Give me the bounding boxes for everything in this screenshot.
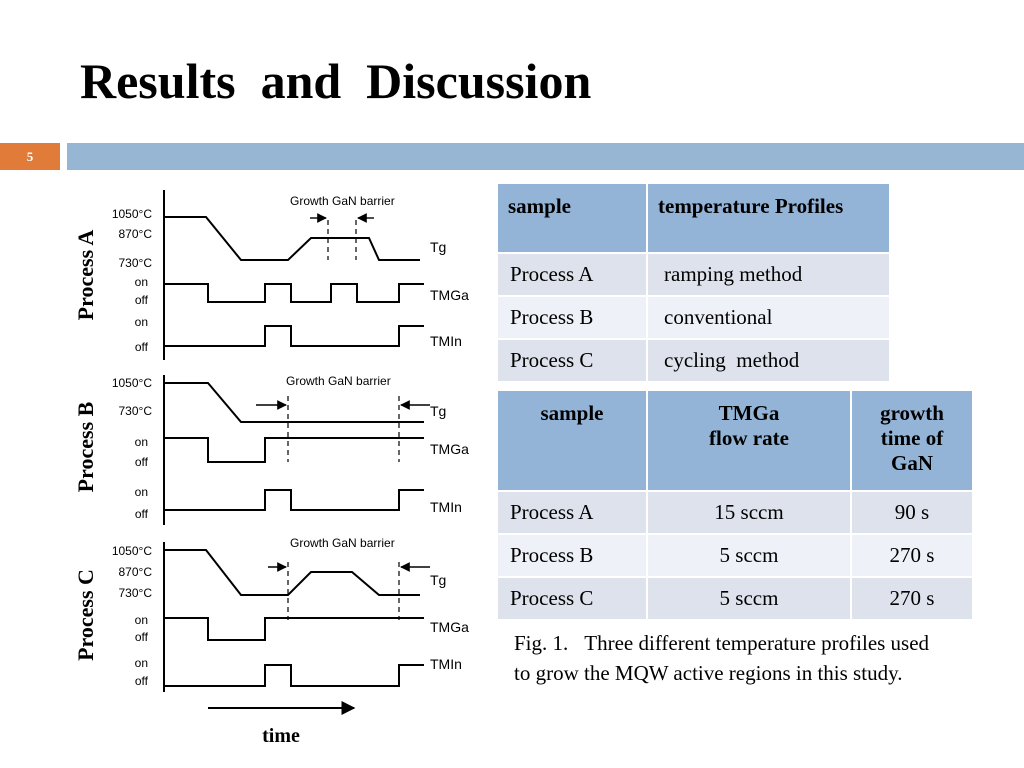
time-axis-label: time xyxy=(262,725,300,747)
table1-header-row: sample temperature Profiles xyxy=(496,182,891,254)
process-c-tmga-label: TMGa xyxy=(430,619,469,635)
process-a-on-1: on xyxy=(135,275,148,289)
process-b-temp-1050: 1050°C xyxy=(112,376,152,390)
title-divider-bar xyxy=(67,143,1024,170)
process-b-off-2: off xyxy=(135,507,149,521)
slide-title: Results and Discussion xyxy=(80,53,592,109)
table2-cell: Process B xyxy=(496,533,648,578)
temperature-profile-table: sample temperature Profiles Process A ra… xyxy=(496,182,891,383)
process-b-annotation: Growth GaN barrier xyxy=(286,374,391,388)
process-b-temp-730: 730°C xyxy=(119,404,153,418)
process-b-on-2: on xyxy=(135,485,148,499)
process-b-tmin-label: TMIn xyxy=(430,499,462,515)
table-row: Process A 15 sccm 90 s xyxy=(496,490,974,535)
table1-header-profiles: temperature Profiles xyxy=(646,182,891,254)
process-b-tmin-trace xyxy=(164,489,424,511)
figure-caption-label: Fig. 1. xyxy=(514,631,569,655)
process-c-tmga-trace xyxy=(164,617,424,641)
table2-cell: 5 sccm xyxy=(646,576,852,621)
table1-cell: ramping method xyxy=(646,252,891,297)
process-a-annotation: Growth GaN barrier xyxy=(290,194,395,208)
process-a-off-1: off xyxy=(135,293,149,307)
process-a-tg-trace xyxy=(164,216,420,261)
process-a-temp-730: 730°C xyxy=(119,256,153,270)
process-b-tg-trace xyxy=(164,382,424,423)
table-row: Process B 5 sccm 270 s xyxy=(496,533,974,578)
process-a-on-2: on xyxy=(135,315,148,329)
process-b-tg-label: Tg xyxy=(430,403,446,419)
page-number-badge: 5 xyxy=(0,143,60,170)
process-a-temp-1050: 1050°C xyxy=(112,207,152,221)
process-c-tmin-label: TMIn xyxy=(430,656,462,672)
table2-header-row: sample TMGa flow rate growth time of GaN xyxy=(496,389,974,492)
table2-header-sample: sample xyxy=(496,389,648,492)
process-c-tg-label: Tg xyxy=(430,572,446,588)
process-a-temp-870: 870°C xyxy=(119,227,153,241)
process-a-tmga-trace xyxy=(164,283,424,303)
process-a-tg-label: Tg xyxy=(430,239,446,255)
process-b-tmga-trace xyxy=(164,437,424,463)
figure-caption-text: Three different temperature profiles use… xyxy=(514,631,930,685)
process-c-label: Process C xyxy=(73,569,98,661)
process-a-tmga-label: TMGa xyxy=(430,287,469,303)
process-timing-diagram: Process A 1050°C 870°C 730°C on off on o… xyxy=(73,190,469,747)
process-a-tmin-trace xyxy=(164,325,424,347)
process-b-tmga-label: TMGa xyxy=(430,441,469,457)
process-c-temp-730: 730°C xyxy=(119,586,153,600)
table-row: Process A ramping method xyxy=(496,252,891,297)
table1-header-sample: sample xyxy=(496,182,648,254)
table1-cell: Process C xyxy=(496,338,648,383)
table-row: Process C cycling method xyxy=(496,338,891,383)
process-c-temp-870: 870°C xyxy=(119,565,153,579)
table2-header-growth-time: growth time of GaN xyxy=(850,389,974,492)
table2-cell: 15 sccm xyxy=(646,490,852,535)
table2-cell: Process C xyxy=(496,576,648,621)
process-a-tmin-label: TMIn xyxy=(430,333,462,349)
table2-cell: 270 s xyxy=(850,576,974,621)
table-row: Process C 5 sccm 270 s xyxy=(496,576,974,621)
figure-caption: Fig. 1.Three different temperature profi… xyxy=(514,628,934,688)
flow-rate-table: sample TMGa flow rate growth time of GaN… xyxy=(496,389,974,621)
process-b-off-1: off xyxy=(135,455,149,469)
table2-header-flow-rate: TMGa flow rate xyxy=(646,389,852,492)
table2-cell: 270 s xyxy=(850,533,974,578)
table2-cell: 5 sccm xyxy=(646,533,852,578)
table2-cell: 90 s xyxy=(850,490,974,535)
table-row: Process B conventional xyxy=(496,295,891,340)
table1-cell: conventional xyxy=(646,295,891,340)
process-c-off-1: off xyxy=(135,630,149,644)
process-c-tmin-trace xyxy=(164,664,424,687)
process-b-on-1: on xyxy=(135,435,148,449)
process-c-off-2: off xyxy=(135,674,149,688)
table2-cell: Process A xyxy=(496,490,648,535)
process-c-tg-trace xyxy=(164,549,420,596)
page-number: 5 xyxy=(26,148,34,164)
process-c-on-1: on xyxy=(135,613,148,627)
table1-cell: cycling method xyxy=(646,338,891,383)
process-b-label: Process B xyxy=(73,401,98,492)
process-c-temp-1050: 1050°C xyxy=(112,544,152,558)
process-c-on-2: on xyxy=(135,656,148,670)
table1-cell: Process A xyxy=(496,252,648,297)
process-a-label: Process A xyxy=(73,230,98,321)
process-c-annotation: Growth GaN barrier xyxy=(290,536,395,550)
process-a-off-2: off xyxy=(135,340,149,354)
table1-cell: Process B xyxy=(496,295,648,340)
